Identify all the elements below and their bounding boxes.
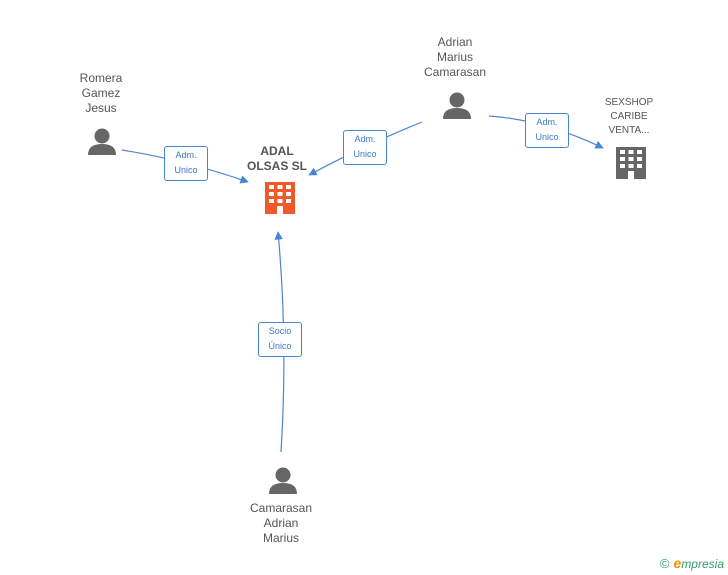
center-company-name-line: OLSAS SL bbox=[246, 159, 307, 173]
sexshop-name-line: SEXSHOP bbox=[604, 97, 654, 108]
romera-name-line: Romera bbox=[79, 71, 123, 85]
edge-badge-line: Unico bbox=[353, 149, 377, 159]
adrian-top-label[interactable]: Adrian Marius Camarasan bbox=[405, 35, 505, 80]
camarasan-bottom-label[interactable]: Camarasan Adrian Marius bbox=[231, 501, 331, 546]
edge-badge-line: Adm. bbox=[536, 117, 558, 127]
edge-badge-line: Adm. bbox=[354, 134, 376, 144]
adrian-top-name-line: Adrian bbox=[437, 35, 473, 49]
edge-badge-line: Adm. bbox=[175, 150, 197, 160]
edge-badge-camarasan-center[interactable]: Socio Único bbox=[258, 322, 302, 357]
camarasan-bottom-name-line: Adrian bbox=[263, 516, 299, 530]
camarasan-bottom-person-icon[interactable] bbox=[269, 467, 297, 495]
edge-badge-line: Unico bbox=[535, 132, 559, 142]
center-company-name-line: ADAL bbox=[260, 144, 294, 158]
sexshop-building-icon[interactable] bbox=[616, 147, 646, 179]
camarasan-bottom-name-line: Camarasan bbox=[249, 501, 313, 515]
empresia-logo: empresia bbox=[674, 555, 724, 571]
edge-badge-romera-center[interactable]: Adm. Unico bbox=[164, 146, 208, 181]
copyright-icon: © bbox=[659, 555, 670, 571]
empresia-logo-text: mpresia bbox=[681, 557, 724, 571]
adrian-top-name-line: Camarasan bbox=[423, 65, 487, 79]
romera-label[interactable]: Romera Gamez Jesus bbox=[51, 71, 151, 116]
adrian-top-person-icon[interactable] bbox=[443, 92, 471, 120]
sexshop-label[interactable]: SEXSHOP CARIBE VENTA... bbox=[579, 96, 679, 138]
center-company-building-icon[interactable] bbox=[265, 182, 295, 214]
edge-badge-line: Socio bbox=[268, 326, 292, 336]
sexshop-name-line: CARIBE bbox=[610, 111, 648, 122]
romera-name-line: Gamez bbox=[81, 86, 121, 100]
edge-badge-adrian-center[interactable]: Adm. Unico bbox=[343, 130, 387, 165]
romera-person-icon[interactable] bbox=[88, 128, 116, 156]
adrian-top-name-line: Marius bbox=[436, 50, 473, 64]
empresia-logo-initial: e bbox=[673, 555, 682, 571]
edge-badge-adrian-sexshop[interactable]: Adm. Unico bbox=[525, 113, 569, 148]
sexshop-name-line: VENTA... bbox=[608, 125, 650, 136]
edge-badge-line: Unico bbox=[174, 165, 198, 175]
center-company-label[interactable]: ADAL OLSAS SL bbox=[227, 144, 327, 174]
empresia-footer[interactable]: © empresia bbox=[660, 555, 724, 571]
camarasan-bottom-name-line: Marius bbox=[262, 531, 299, 545]
edge-badge-line: Único bbox=[268, 341, 292, 351]
romera-name-line: Jesus bbox=[85, 101, 117, 115]
